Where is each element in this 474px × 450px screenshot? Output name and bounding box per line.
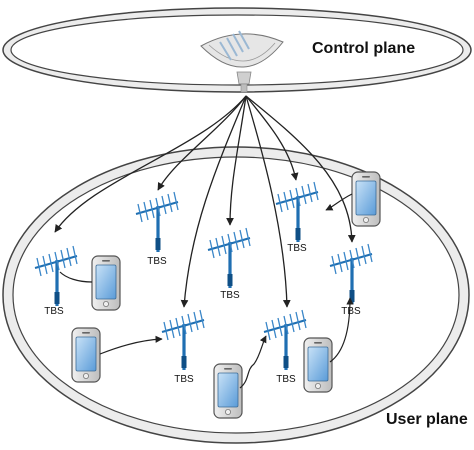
link-phone-tbs-4 [99,335,163,355]
control-plane-label: Control plane [312,40,416,57]
tbs-2-label: TBS [147,256,167,267]
tbs-5-label: TBS [276,374,296,385]
smartphone-icon [351,171,381,227]
access-links [59,193,354,389]
link-tbs-1 [54,95,247,233]
link-tbs-3 [226,95,247,226]
smartphone-icon [213,363,243,419]
control-links [54,95,356,308]
link-tbs-7 [245,95,356,243]
smartphone-icon [71,327,101,383]
smartphone-icon [91,255,121,311]
link-tbs-5 [245,95,291,308]
link-phone-tbs-6 [325,193,353,211]
link-phone-tbs-5a [239,335,267,389]
tbs-6-label: TBS [287,243,307,254]
link-tbs-4 [180,95,247,308]
link-phone-tbs-7 [329,297,354,363]
tbs-3-label: TBS [220,290,240,301]
tbs-1-label: TBS [44,306,64,317]
link-phone-tbs-1 [59,271,93,283]
link-tbs-6 [245,95,299,181]
tbs-7-label: TBS [341,306,361,317]
satellite-dish-icon [200,30,284,93]
link-tbs-2 [157,95,247,191]
tbs-4-label: TBS [174,374,194,385]
smartphone-icon [303,337,333,393]
user-plane-label: User plane [386,411,468,428]
